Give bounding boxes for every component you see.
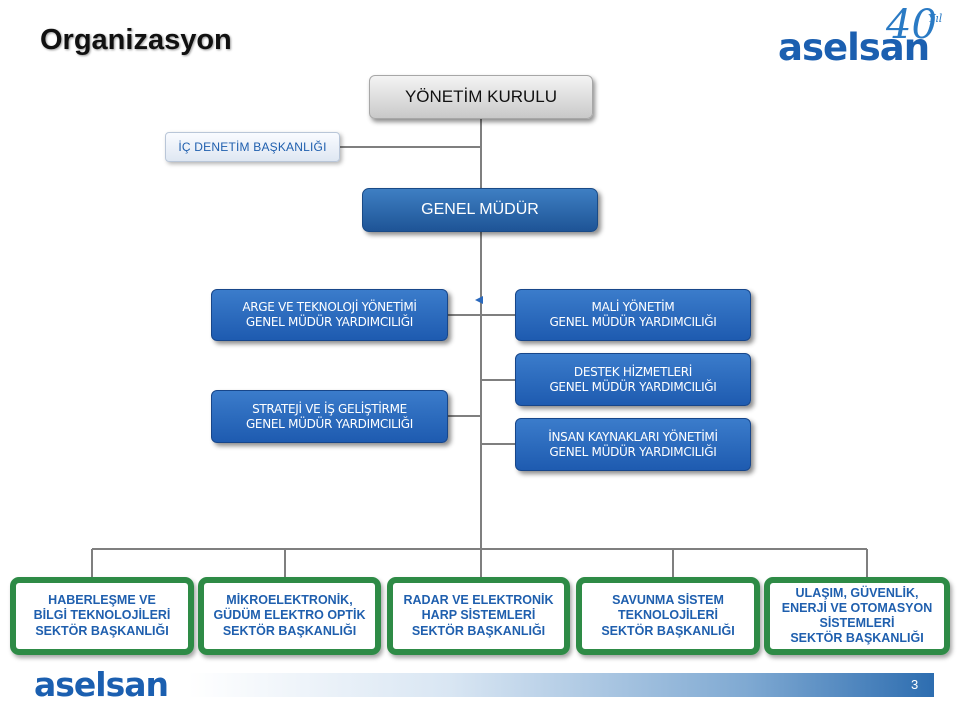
page-title: Organizasyon: [40, 24, 232, 56]
deputy-arge-line1: ARGE VE TEKNOLOJİ YÖNETİMİ: [242, 300, 417, 314]
sector-transportation-line1: ULAŞIM, GÜVENLİK,: [795, 585, 919, 600]
aselsan-footer-logo: aselsan: [34, 665, 169, 704]
sector-box-defense: SAVUNMA SİSTEM TEKNOLOJİLERİ SEKTÖR BAŞK…: [576, 577, 760, 655]
deputy-insan-line1: İNSAN KAYNAKLARI YÖNETİMİ: [548, 429, 718, 444]
sector-radar-line3: SEKTÖR BAŞKANLIĞI: [411, 623, 546, 638]
sector-defense-line1: SAVUNMA SİSTEM: [612, 593, 724, 608]
sector-box-microelectronics: MİKROELEKTRONİK, GÜDÜM ELEKTRO OPTİK SEK…: [198, 577, 381, 655]
sector-microelectronics-line1: MİKROELEKTRONİK,: [226, 593, 353, 608]
sector-communication-line1: HABERLEŞME VE: [48, 593, 156, 608]
sector-box-communication: HABERLEŞME VE BİLGİ TEKNOLOJİLERİ SEKTÖR…: [10, 577, 194, 655]
sector-transportation-line4: SEKTÖR BAŞKANLIĞI: [790, 631, 924, 646]
sector-communication-line3: SEKTÖR BAŞKANLIĞI: [35, 623, 169, 638]
sector-defense-line2: TEKNOLOJİLERİ: [617, 608, 718, 623]
internal-audit-label: İÇ DENETİM BAŞKANLIĞI: [178, 139, 327, 154]
internal-audit-box: İÇ DENETİM BAŞKANLIĞI: [165, 132, 340, 162]
deputy-mali-box: MALİ YÖNETİM GENEL MÜDÜR YARDIMCILIĞI: [515, 289, 751, 341]
page-number: 3: [911, 677, 919, 692]
sector-box-transportation: ULAŞIM, GÜVENLİK, ENERJİ VE OTOMASYON Sİ…: [764, 577, 950, 655]
sector-transportation-line3: SİSTEMLERİ: [819, 616, 895, 630]
anniversary-mark: 40: [886, 2, 937, 48]
deputy-destek-box: DESTEK HİZMETLERİ GENEL MÜDÜR YARDIMCILI…: [515, 353, 751, 406]
footer-gradient-bar: [188, 673, 934, 697]
deputy-strateji-line2: GENEL MÜDÜR YARDIMCILIĞI: [245, 416, 414, 431]
deputy-insan-box: İNSAN KAYNAKLARI YÖNETİMİ GENEL MÜDÜR YA…: [515, 418, 751, 471]
connector-arrow-marker: [475, 296, 483, 304]
board-label: YÖNETİM KURULU: [404, 87, 558, 107]
deputy-mali-line2: GENEL MÜDÜR YARDIMCILIĞI: [549, 315, 717, 329]
deputy-arge-line2: GENEL MÜDÜR YARDIMCILIĞI: [245, 315, 414, 329]
sector-radar-line2: HARP SİSTEMLERİ: [421, 608, 536, 623]
deputy-strateji-line1: STRATEJİ VE İŞ GELİŞTİRME: [252, 401, 407, 416]
general-manager-box: GENEL MÜDÜR: [362, 188, 598, 232]
deputy-arge-box: ARGE VE TEKNOLOJİ YÖNETİMİ GENEL MÜDÜR Y…: [211, 289, 448, 341]
sector-box-radar: RADAR VE ELEKTRONİK HARP SİSTEMLERİ SEKT…: [387, 577, 570, 655]
aselsan-40-logo: 40 Yıl aselsan: [776, 2, 952, 69]
aselsan-wordmark: aselsan: [778, 26, 930, 69]
sector-microelectronics-line3: SEKTÖR BAŞKANLIĞI: [222, 623, 357, 638]
board-box: YÖNETİM KURULU: [369, 75, 593, 119]
anniversary-suffix: Yıl: [928, 12, 943, 25]
sector-radar-line1: RADAR VE ELEKTRONİK: [403, 593, 554, 608]
sector-defense-line3: SEKTÖR BAŞKANLIĞI: [601, 623, 735, 638]
deputy-insan-line2: GENEL MÜDÜR YARDIMCILIĞI: [549, 444, 717, 459]
general-manager-label: GENEL MÜDÜR: [421, 201, 539, 218]
sector-microelectronics-line2: GÜDÜM ELEKTRO OPTİK: [213, 608, 366, 623]
deputy-destek-line2: GENEL MÜDÜR YARDIMCILIĞI: [549, 379, 717, 394]
sector-transportation-line2: ENERJİ VE OTOMASYON: [781, 600, 933, 615]
sector-communication-line2: BİLGİ TEKNOLOJİLERİ: [33, 608, 171, 623]
deputy-mali-line1: MALİ YÖNETİM: [591, 300, 675, 314]
deputy-destek-line1: DESTEK HİZMETLERİ: [573, 364, 693, 379]
deputy-strateji-box: STRATEJİ VE İŞ GELİŞTİRME GENEL MÜDÜR YA…: [211, 390, 448, 443]
